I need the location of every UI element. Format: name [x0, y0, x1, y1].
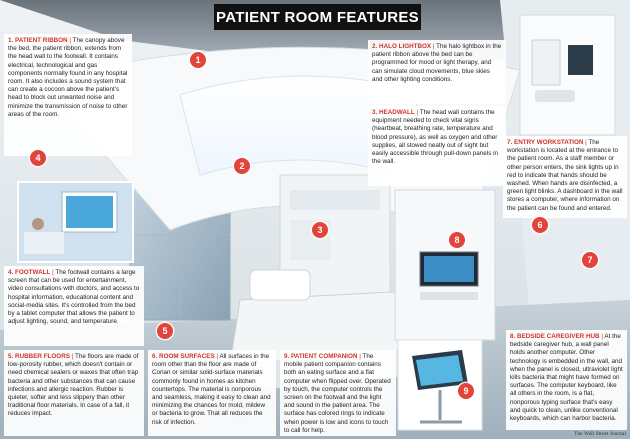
callout-title: FOOTWALL [15, 269, 51, 276]
marker-2: 2 [234, 158, 250, 174]
callout-footwall: 4. FOOTWALL | The footwall contains a la… [4, 266, 144, 346]
callout-number: 7. [507, 139, 513, 146]
callout-halo-lightbox: 2. HALO LIGHTBOX | The halo lightbox in … [368, 40, 506, 104]
callout-number: 2. [372, 43, 378, 50]
marker-7: 7 [582, 252, 598, 268]
bedside-caregiver-hub [394, 189, 496, 341]
patient-companion-inset-image [397, 339, 483, 431]
marker-6: 6 [532, 217, 548, 233]
footwall-inset-image [17, 181, 134, 263]
callout-number: 1. [8, 37, 14, 44]
callout-title: RUBBER FLOORS [15, 353, 70, 360]
callout-body: The workstation is located at the entran… [507, 139, 623, 212]
callout-body: The floors are made of low-porosity rubb… [8, 353, 139, 418]
marker-9: 9 [458, 383, 474, 399]
marker-3: 3 [312, 222, 328, 238]
callout-headwall: 3. HEADWALL | The head wall contains the… [368, 106, 506, 186]
marker-1: 1 [190, 52, 206, 68]
credit-line: The Wall Street Journal [574, 431, 626, 437]
callout-body: The halo lightbox in the patient ribbon … [372, 43, 502, 83]
callout-patient-ribbon: 1. PATIENT RIBBON | The canopy above the… [4, 34, 132, 156]
callout-body: The canopy above the bed, the patient ri… [8, 37, 128, 118]
entry-workstation [519, 14, 616, 136]
callout-room-surfaces: 6. ROOM SURFACES | All surfaces in the r… [148, 350, 276, 436]
callout-title: HALO LIGHTBOX [379, 43, 432, 50]
callout-title: ROOM SURFACES [159, 353, 215, 360]
callout-number: 3. [372, 109, 378, 116]
callout-number: 4. [8, 269, 14, 276]
callout-body: The footwall contains a large screen tha… [8, 269, 140, 326]
callout-title: PATIENT RIBBON [15, 37, 68, 44]
marker-5: 5 [157, 323, 173, 339]
callout-body: The mobile patient companion contains bo… [284, 353, 391, 434]
callout-number: 8. [510, 333, 516, 340]
marker-4: 4 [30, 150, 46, 166]
callout-number: 9. [284, 353, 290, 360]
marker-8: 8 [449, 232, 465, 248]
callout-entry-workstation: 7. ENTRY WORKSTATION | The workstation i… [503, 136, 627, 218]
callout-body: The head wall contains the equipment nee… [372, 109, 499, 166]
callout-title: PATIENT COMPANION [291, 353, 358, 360]
callout-title: ENTRY WORKSTATION [514, 139, 584, 146]
callout-bedside-caregiver-hub: 8. BEDSIDE CAREGIVER HUB | At the bedsid… [506, 330, 627, 430]
callout-number: 5. [8, 353, 14, 360]
callout-patient-companion: 9. PATIENT COMPANION | The mobile patien… [280, 350, 396, 436]
callout-title: HEADWALL [379, 109, 415, 116]
callout-body: All surfaces in the room other than the … [152, 353, 271, 426]
callout-title: BEDSIDE CAREGIVER HUB [517, 333, 600, 340]
callout-rubber-floors: 5. RUBBER FLOORS | The floors are made o… [4, 350, 144, 436]
callout-body: At the bedside caregiver hub, a wall pan… [510, 333, 623, 423]
callout-number: 6. [152, 353, 158, 360]
page-title: PATIENT ROOM FEATURES [214, 4, 421, 30]
